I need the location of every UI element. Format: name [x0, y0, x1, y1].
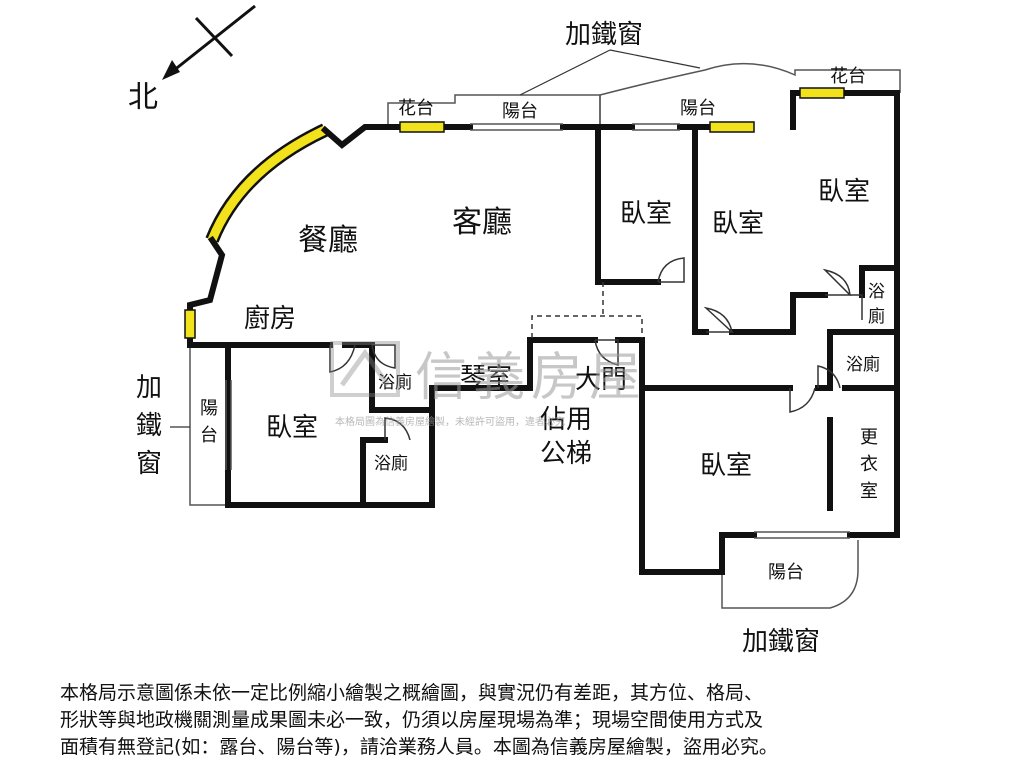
door-swings — [329, 257, 863, 441]
room-label-entrance: 大門 — [575, 365, 627, 395]
label-balcony-left-1: 陽 — [200, 398, 218, 419]
balcony-outlines — [189, 62, 901, 609]
walls — [187, 90, 900, 575]
disclaimer-line-2: 形狀等與地政機關測量成果圖未必一致，仍須以房屋現場為準；現場空間使用方式及 — [60, 709, 764, 731]
callout-lines — [170, 49, 701, 428]
window-segments — [184, 87, 845, 339]
room-label-kitchen: 廚房 — [244, 304, 296, 334]
room-label-shared-1: 佔用 — [540, 405, 592, 435]
label-iron-window-top: 加鐵窗 — [565, 20, 643, 50]
watermark-brand: 信義房屋 — [415, 348, 648, 408]
label-iron-window-left-3: 窗 — [136, 449, 162, 479]
room-label-bedroom-4: 臥室 — [266, 413, 318, 443]
label-planter-1: 花台 — [398, 98, 434, 119]
disclaimer-line-1: 本格局示意圖係未依一定比例縮小繪製之概繪圖，與實況仍有差距，其方位、格局、 — [60, 682, 764, 704]
room-label-closet-2: 衣 — [860, 454, 878, 475]
room-label-bath-2: 浴廁 — [374, 453, 408, 474]
room-label-dining: 餐廳 — [298, 223, 358, 258]
room-label-bath-3: 浴廁 — [846, 354, 880, 375]
room-label-bath-4b: 廁 — [868, 306, 885, 327]
room-label-bedroom-1: 臥室 — [620, 199, 672, 229]
room-label-bath-1: 浴廁 — [378, 372, 412, 393]
room-label-closet-3: 室 — [860, 481, 878, 502]
room-label-closet-1: 更 — [860, 427, 878, 448]
label-balcony-left-2: 台 — [200, 425, 218, 446]
room-label-bedroom-3: 臥室 — [818, 177, 870, 207]
arched-window — [205, 123, 328, 243]
watermark-notice: 本格局圖為信義房屋繪製，未經許可盜用，違者必究 — [335, 417, 565, 428]
room-label-living: 客廳 — [452, 205, 512, 240]
brand-logo-icon — [330, 341, 400, 397]
disclaimer-line-3: 面積有無登記(如：露台、陽台等)，請洽業務人員。本圖為信義房屋繪製，盜用必究。 — [60, 736, 778, 758]
label-balcony-top-1: 陽台 — [502, 101, 538, 122]
room-label-piano: 琴室 — [460, 363, 512, 393]
room-label-bedroom-2: 臥室 — [712, 209, 764, 239]
shared-area-boundary — [531, 282, 643, 338]
room-label-shared-2: 公梯 — [540, 439, 592, 469]
label-planter-2: 花台 — [830, 66, 866, 87]
north-label: 北 — [128, 80, 158, 115]
label-iron-window-left-2: 鐵 — [136, 411, 162, 441]
north-arrow-icon — [162, 4, 256, 80]
floor-plan: 北 — [128, 4, 901, 657]
room-label-bedroom-5: 臥室 — [700, 451, 752, 481]
label-iron-window-bottom: 加鐵窗 — [742, 627, 820, 657]
sliding-doors — [225, 123, 850, 539]
disclaimer: 本格局示意圖係未依一定比例縮小繪製之概繪圖，與實況仍有差距，其方位、格局、 形狀… — [60, 680, 1010, 761]
room-label-bath-4a: 浴 — [868, 282, 885, 302]
label-balcony-bottom: 陽台 — [768, 562, 804, 583]
label-iron-window-left-1: 加 — [136, 373, 162, 403]
label-balcony-top-2: 陽台 — [680, 98, 716, 119]
